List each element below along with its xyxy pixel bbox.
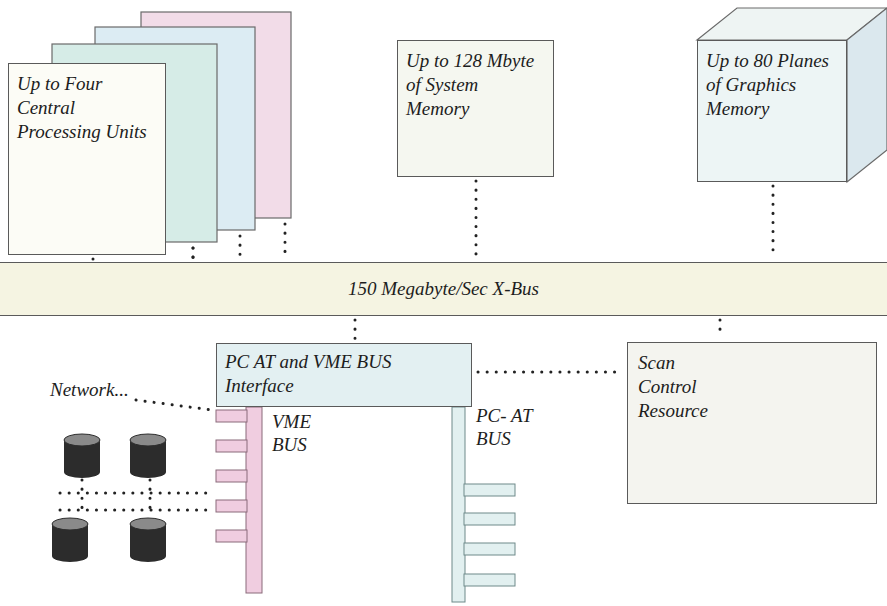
network-line bbox=[60, 400, 212, 516]
box-text: Up to 128 Mbyte of System Memory bbox=[406, 49, 545, 121]
bus-label: VME BUS bbox=[272, 410, 322, 456]
box-text: 150 Megabyte/Sec X-Bus bbox=[0, 277, 887, 301]
disk-drive bbox=[52, 434, 166, 562]
box-text: Scan Control Resource bbox=[638, 351, 734, 423]
dotted-connector bbox=[478, 372, 623, 373]
cube-side bbox=[847, 8, 887, 182]
dotted-connector bbox=[355, 320, 356, 339]
interface-box: PC AT and VME BUS Interface bbox=[216, 343, 472, 407]
network-label: Network... bbox=[50, 378, 160, 401]
dotted-connector bbox=[93, 258, 94, 259]
cpu-box: Up to Four Central Processing Units bbox=[8, 63, 166, 255]
memory-box: Up to 128 Mbyte of System Memory bbox=[397, 40, 554, 177]
vme-bus bbox=[216, 407, 262, 593]
box-text: Up to 80 Planes of Graphics Memory bbox=[706, 49, 838, 121]
dotted-connector bbox=[773, 186, 774, 258]
scan-control-box: Scan Control Resource bbox=[627, 342, 877, 504]
dotted-connector bbox=[476, 181, 477, 258]
bus-link bbox=[193, 224, 285, 258]
bus-label: PC- AT BUS bbox=[476, 404, 536, 450]
dotted-connector bbox=[720, 320, 721, 338]
graphics-memory-box: Up to 80 Planes of Graphics Memory bbox=[697, 40, 847, 182]
box-text: PC AT and VME BUS Interface bbox=[225, 350, 425, 398]
box-text: Up to Four Central Processing Units bbox=[17, 72, 157, 144]
x-bus-band: 150 Megabyte/Sec X-Bus bbox=[0, 262, 887, 316]
